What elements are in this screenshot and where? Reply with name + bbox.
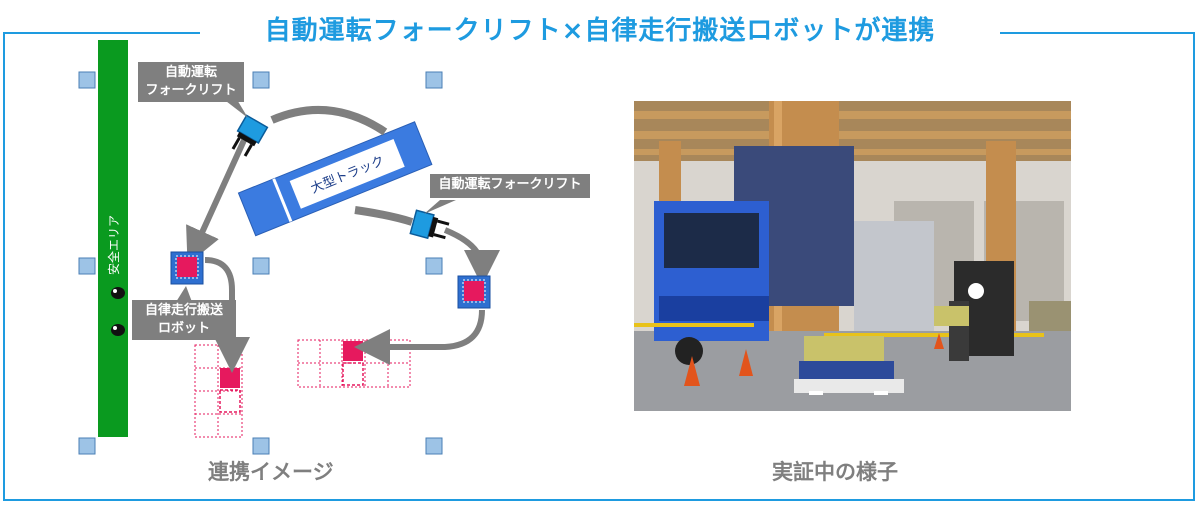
forklift-icon bbox=[409, 209, 450, 240]
caption-right: 実証中の様子 bbox=[772, 460, 898, 484]
arrow-forklift2-to-robot bbox=[443, 227, 500, 286]
forklift-1-label-line2: フォークリフト bbox=[145, 83, 237, 98]
callout-pointer bbox=[176, 286, 192, 302]
eye-icon bbox=[111, 287, 125, 299]
arrow-robot2-to-grid bbox=[354, 309, 485, 365]
demonstration-photo bbox=[634, 101, 1071, 411]
storage-grid-left bbox=[194, 344, 243, 438]
pillar bbox=[78, 71, 96, 89]
pillar bbox=[425, 257, 443, 275]
arrow-truck-to-forklift2 bbox=[354, 206, 414, 226]
safety-area-label: 安全エリア bbox=[106, 215, 121, 275]
pillar bbox=[252, 437, 270, 455]
pillar bbox=[425, 437, 443, 455]
pallet-slot bbox=[342, 362, 364, 386]
pillar bbox=[78, 257, 96, 275]
arrow-forklift1-to-truck bbox=[270, 105, 388, 136]
robot-label-line1: 自律走行搬送 bbox=[144, 303, 223, 318]
robot-label: 自律走行搬送 ロボット bbox=[132, 300, 236, 340]
pallet-slot bbox=[219, 389, 241, 413]
caption-left: 連携イメージ bbox=[208, 460, 334, 484]
forklift-icon bbox=[231, 114, 269, 157]
pillar bbox=[252, 257, 270, 275]
cooperation-diagram: 安全エリア 大型トラック bbox=[78, 40, 500, 455]
pillar bbox=[78, 437, 96, 455]
pillar bbox=[425, 71, 443, 89]
arrow-forklift1-to-robot bbox=[186, 136, 248, 265]
title-background bbox=[200, 0, 1000, 60]
pallet bbox=[343, 341, 363, 361]
callout-pointer bbox=[222, 98, 248, 118]
eye-icon bbox=[111, 324, 125, 336]
page-title: 自動運転フォークリフト×自律走行搬送ロボットが連携 bbox=[264, 16, 936, 46]
forklift-2-label-text: 自動運転フォークリフト bbox=[438, 177, 582, 192]
pallet bbox=[220, 368, 240, 388]
callout-pointer bbox=[424, 200, 456, 214]
robot-icon bbox=[457, 275, 491, 309]
forklift-2-label: 自動運転フォークリフト bbox=[430, 174, 590, 198]
forklift-1-label-line1: 自動運転 bbox=[164, 65, 217, 80]
robot-label-line2: ロボット bbox=[157, 321, 210, 336]
pillar bbox=[252, 71, 270, 89]
photo-illustration bbox=[634, 101, 1071, 411]
arrow-robot-to-grid bbox=[204, 257, 250, 373]
truck: 大型トラック bbox=[237, 121, 433, 237]
forklift-1-label: 自動運転 フォークリフト bbox=[138, 62, 244, 102]
safety-area bbox=[98, 40, 128, 437]
robot-icon bbox=[170, 251, 204, 285]
